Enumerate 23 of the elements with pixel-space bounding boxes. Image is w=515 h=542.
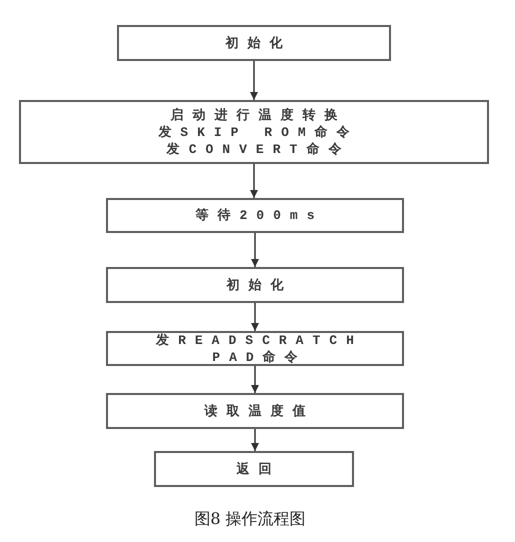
step-text: 启动进行温度转换 xyxy=(170,106,346,124)
step-text: 返回 xyxy=(236,460,280,478)
step-text: 读取温度值 xyxy=(204,402,314,420)
step-text: 初始化 xyxy=(226,276,292,294)
arrow xyxy=(251,366,259,393)
process-box xyxy=(106,267,404,303)
process-box xyxy=(106,198,404,233)
process-box xyxy=(19,100,489,164)
step-text: 初始化 xyxy=(226,34,292,52)
process-box xyxy=(106,393,404,429)
step-text: 发READSCRATCHPAD命令 xyxy=(154,332,364,366)
arrow xyxy=(250,164,258,198)
process-box xyxy=(106,331,404,366)
arrow xyxy=(251,429,259,451)
arrow xyxy=(251,303,259,331)
arrow xyxy=(251,233,259,267)
step-text: 发CONVERT命令 xyxy=(166,140,350,158)
step-text: 发SKIP ROM命令 xyxy=(158,124,359,140)
process-box xyxy=(154,451,354,487)
caption: 图8 操作流程图 xyxy=(194,509,306,528)
process-box xyxy=(117,25,391,61)
arrow xyxy=(250,61,258,100)
step-text: 等待200ms xyxy=(195,207,324,224)
